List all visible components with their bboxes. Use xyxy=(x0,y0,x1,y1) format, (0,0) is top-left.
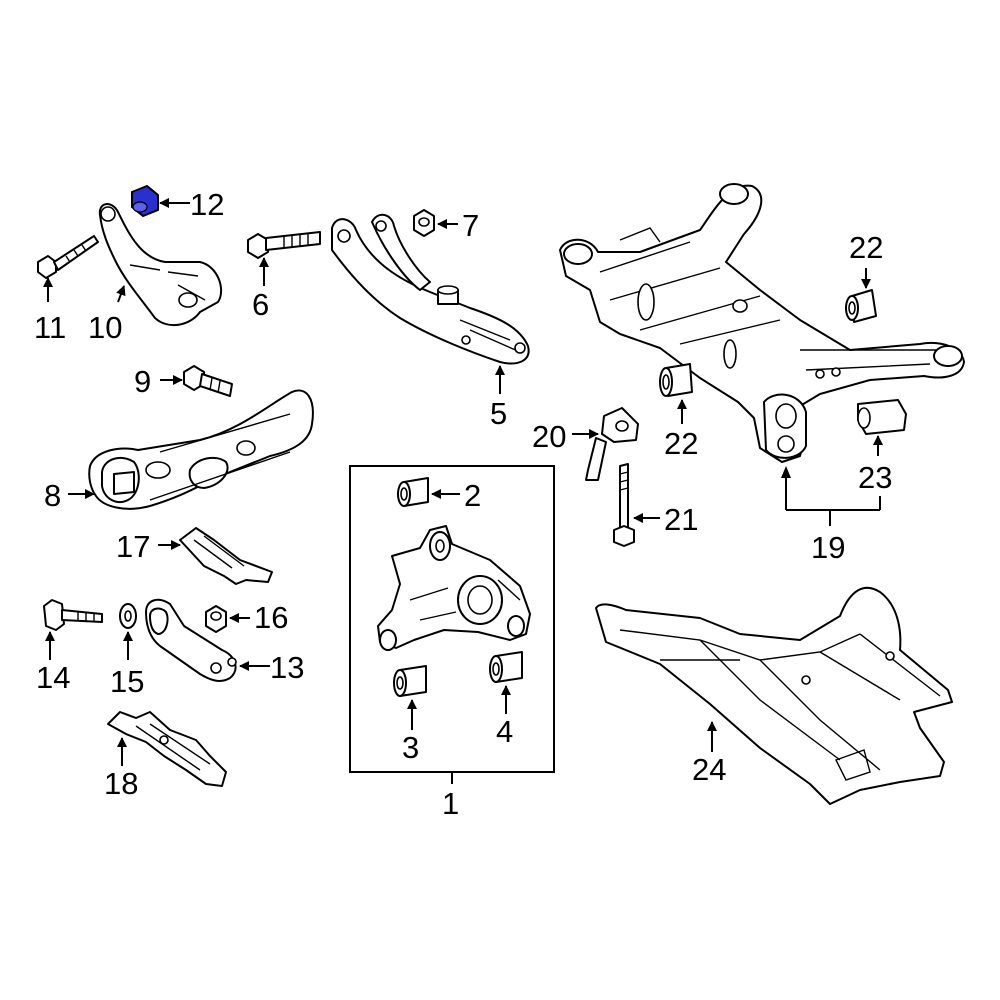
callout-21: 21 xyxy=(664,502,699,537)
part-3-bushing[interactable] xyxy=(393,665,427,697)
callout-10: 10 xyxy=(88,310,123,345)
callout-22-lower: 22 xyxy=(664,426,699,461)
part-10-upper-arm[interactable] xyxy=(98,203,223,327)
part-19-subframe[interactable] xyxy=(559,183,965,463)
part-23-bushing[interactable] xyxy=(857,399,907,435)
part-2-bushing[interactable] xyxy=(397,477,429,507)
callout-11: 11 xyxy=(34,310,67,345)
callout-18: 18 xyxy=(104,766,139,801)
part-11-bolt[interactable] xyxy=(37,235,99,279)
callout-14: 14 xyxy=(36,660,71,695)
callout-5: 5 xyxy=(490,396,508,431)
part-1-knuckle[interactable] xyxy=(377,525,531,651)
part-7-nut[interactable] xyxy=(413,209,435,237)
callout-2: 2 xyxy=(464,478,482,513)
callout-12: 12 xyxy=(190,187,225,222)
callout-8: 8 xyxy=(44,478,62,513)
part-21-bolt[interactable] xyxy=(613,463,635,547)
callout-22-upper: 22 xyxy=(849,230,884,265)
part-15-washer[interactable] xyxy=(119,603,137,629)
part-14-bolt[interactable] xyxy=(43,599,103,631)
part-4-bushing[interactable] xyxy=(489,651,523,683)
callout-4: 4 xyxy=(496,714,514,749)
part-13-link[interactable] xyxy=(145,598,237,682)
part-22-bushing-lower[interactable] xyxy=(659,363,693,397)
callout-7: 7 xyxy=(462,208,480,243)
part-20-bracket[interactable] xyxy=(585,407,639,481)
part-12-nut[interactable] xyxy=(131,184,159,218)
part-22-bushing-upper[interactable] xyxy=(845,289,877,323)
callout-13: 13 xyxy=(270,650,305,685)
part-8-trailing-arm[interactable] xyxy=(88,389,314,510)
callout-17: 17 xyxy=(116,529,151,564)
callout-23: 23 xyxy=(858,460,893,495)
callout-19: 19 xyxy=(811,530,846,565)
callout-3: 3 xyxy=(402,730,420,765)
part-16-nut[interactable] xyxy=(205,605,227,633)
part-18-shield[interactable] xyxy=(107,711,227,787)
part-24-shield[interactable] xyxy=(595,586,953,805)
part-5-control-arm[interactable] xyxy=(331,213,530,365)
callout-24: 24 xyxy=(692,752,727,787)
callout-15: 15 xyxy=(110,664,145,699)
callout-16: 16 xyxy=(254,600,289,635)
callout-6: 6 xyxy=(252,287,270,322)
part-9-bolt[interactable] xyxy=(183,365,233,397)
callout-1: 1 xyxy=(442,786,460,821)
part-6-bolt[interactable] xyxy=(247,231,321,259)
callout-9: 9 xyxy=(134,364,152,399)
callout-20: 20 xyxy=(532,419,567,454)
part-17-bracket[interactable] xyxy=(179,527,273,585)
